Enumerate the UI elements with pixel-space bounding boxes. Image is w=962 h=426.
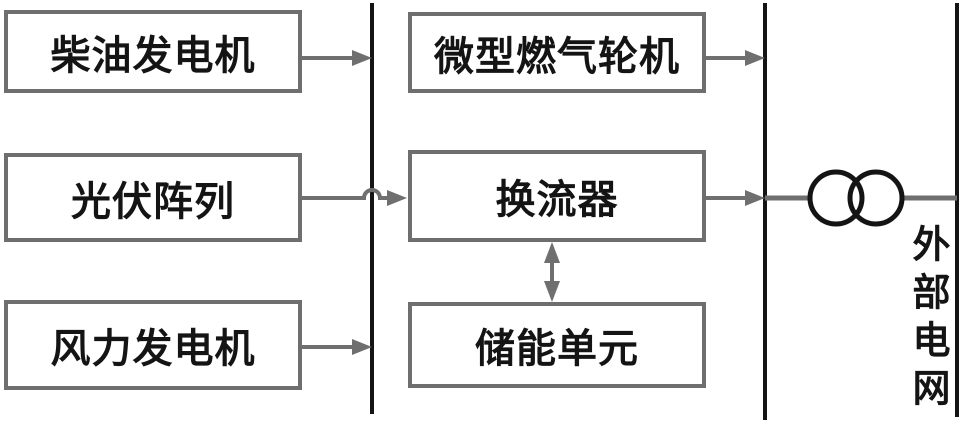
box-micro-gas-turbine: 微型燃气轮机	[408, 12, 706, 93]
pv-array-label: 光伏阵列	[71, 178, 235, 224]
box-pv-array: 光伏阵列	[4, 153, 302, 242]
transformer-icon	[807, 169, 905, 227]
box-diesel-generator: 柴油发电机	[4, 10, 302, 93]
external-grid-label: 外部电网	[906, 224, 948, 416]
box-wind-generator: 风力发电机	[4, 300, 302, 390]
converter-label: 换流器	[495, 177, 619, 222]
micro-gas-turbine-label: 微型燃气轮机	[434, 33, 680, 79]
box-energy-storage-unit: 储能单元	[408, 302, 706, 388]
arrow-turbine-to-grid-bus	[706, 50, 765, 66]
arrow-converter-to-grid-bus	[706, 190, 765, 206]
box-converter: 换流器	[408, 150, 706, 242]
arrow-converter-storage-bidirectional	[544, 242, 560, 302]
diesel-generator-label: 柴油发电机	[50, 32, 256, 78]
energy-storage-unit-label: 储能单元	[475, 326, 639, 371]
wind-generator-label: 风力发电机	[50, 326, 256, 371]
arrow-pv-to-converter	[302, 188, 407, 206]
arrow-diesel-to-bus	[302, 50, 372, 66]
arrow-wind-to-bus	[302, 339, 372, 355]
